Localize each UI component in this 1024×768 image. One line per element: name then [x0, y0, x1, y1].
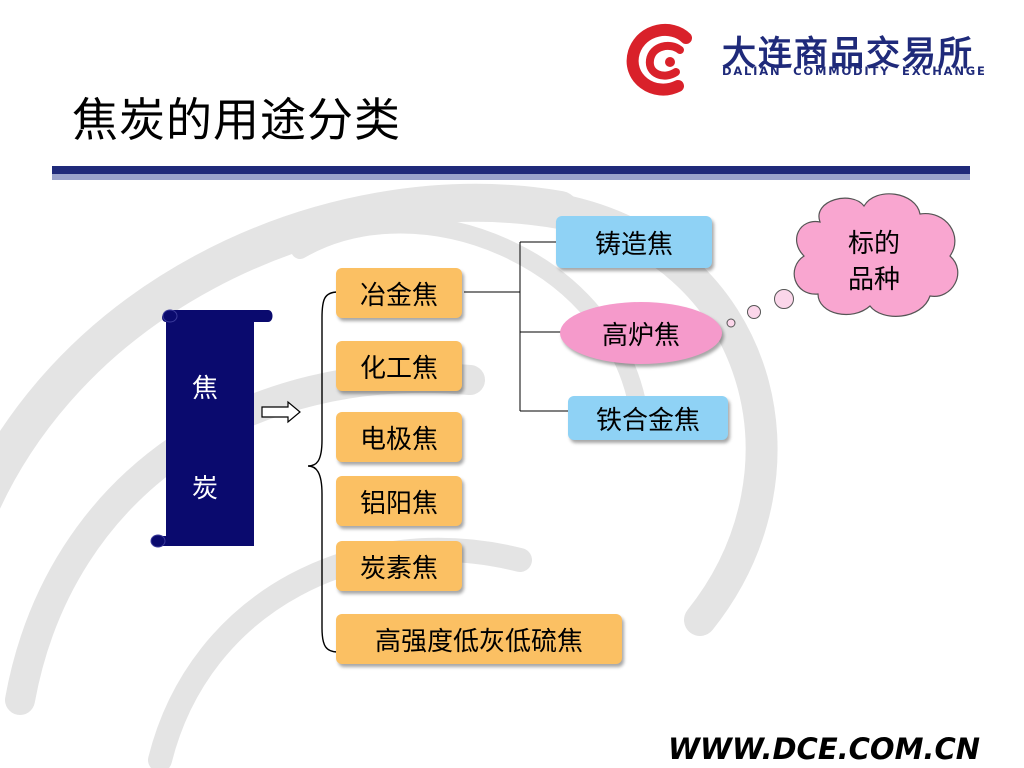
root-label-char2: 炭: [192, 474, 219, 504]
callout-text: 标的 品种: [826, 226, 922, 298]
logo-english-name: DALIAN COMMODITY EXCHANGE: [722, 64, 987, 78]
root-label-char1: 焦: [192, 374, 219, 404]
thought-bubble-dot: [774, 289, 794, 309]
thought-bubble-dot: [747, 305, 761, 319]
category-box-aluminum-anode-coke: 铝阳焦: [336, 476, 462, 526]
page-title: 焦炭的用途分类: [72, 93, 401, 147]
callout-line-1: 标的: [847, 229, 900, 259]
category-brace: [307, 291, 339, 653]
category-box-chemical-coke: 化工焦: [336, 341, 462, 391]
thought-bubble-dot: [726, 318, 736, 328]
dce-logo-icon: [626, 24, 692, 96]
root-scroll-shape: [150, 309, 273, 548]
callout-cloud-shape: [793, 193, 959, 317]
subtype-box-foundry-coke: 铸造焦: [556, 216, 712, 268]
website-url: WWW.DCE.COM.CN: [668, 732, 981, 766]
logo-chinese-name: 大连商品交易所: [722, 34, 974, 74]
category-box-metallurgical-coke: 冶金焦: [336, 268, 462, 318]
title-bar: [52, 166, 970, 174]
subtype-box-ferroalloy-coke: 铁合金焦: [568, 396, 728, 440]
hollow-arrow-icon: [261, 400, 301, 424]
callout-line-2: 品种: [847, 265, 900, 295]
category-box-high-strength-coke: 高强度低灰低硫焦: [336, 614, 622, 664]
subtype-oval-blast-furnace-coke: 高炉焦: [560, 302, 722, 364]
category-box-carbon-coke: 炭素焦: [336, 541, 462, 591]
category-box-electrode-coke: 电极焦: [336, 412, 462, 462]
